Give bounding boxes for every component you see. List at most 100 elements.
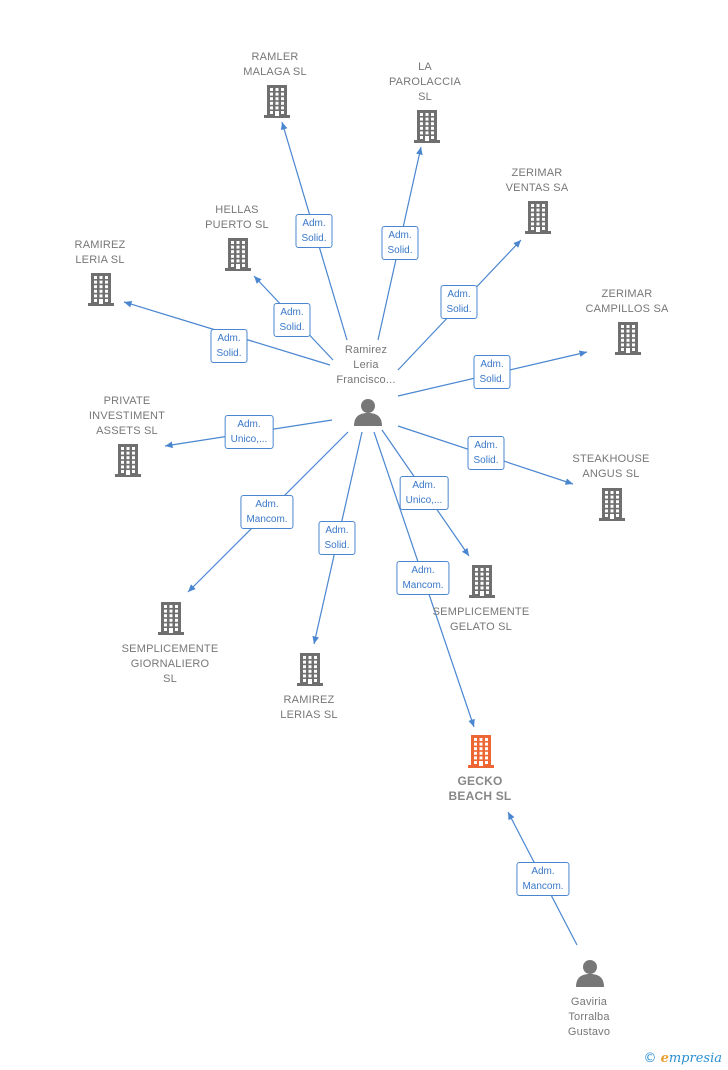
node-label-line: HELLAS [215,204,259,216]
edge-label-ramirez_person-to-zerimar_campillos[interactable]: Adm. Solid. [473,355,511,389]
node-label-line: Torralba [568,1011,610,1023]
node-label-line: GELATO SL [450,621,512,633]
node-label-sempl_gelato[interactable]: SEMPLICEMENTE GELATO SL [433,605,530,635]
edge-label-ramirez_person-to-gecko[interactable]: Adm. Mancom. [396,561,450,595]
node-label-line: Francisco... [336,374,396,386]
node-label-line: CAMPILLOS SA [585,303,669,315]
edge-label-line: Adm. [411,565,435,576]
node-label-line: GECKO [457,774,503,788]
node-label-steakhouse[interactable]: STEAKHOUSE ANGUS SL [572,452,649,482]
edge-label-line: Solid. [279,322,305,333]
node-label-line: Ramirez [344,344,388,356]
edge-label-line: Adm. [474,440,498,451]
building-icon[interactable] [412,109,442,148]
node-label-line: ANGUS SL [582,468,640,480]
edge-label-ramirez_person-to-hellas[interactable]: Adm. Solid. [273,303,311,337]
edge-label-ramirez_person-to-ramirez_lerias[interactable]: Adm. Solid. [318,521,356,555]
node-label-line: RAMIREZ [74,239,126,251]
edge-label-line: Solid. [301,233,327,244]
edge-label-line: Solid. [446,304,472,315]
building-icon[interactable] [523,200,553,239]
node-label-ramirez_leria[interactable]: RAMIREZ LERIA SL [75,238,126,268]
node-label-line: ZERIMAR [511,167,563,179]
node-label-line: INVESTIMENT [88,410,166,422]
node-label-line: SEMPLICEMENTE [432,606,530,618]
edge-label-line: Solid. [387,245,413,256]
edge-label-line: Adm. [531,866,555,877]
node-label-line: STEAKHOUSE [572,453,650,465]
edge-label-line: Mancom. [246,514,288,525]
node-label-line: BEACH SL [448,789,512,803]
node-label-line: Leria [353,359,379,371]
person-icon[interactable] [353,397,383,432]
node-label-line: MALAGA SL [243,66,307,78]
edge-label-ramirez_person-to-sempl_giorn[interactable]: Adm. Mancom. [240,495,294,529]
node-label-line: PAROLACCIA [388,76,462,88]
node-label-line: VENTAS SA [505,182,569,194]
node-label-line: LERIA SL [75,254,125,266]
node-label-line: PUERTO SL [205,219,269,231]
person-icon[interactable] [575,958,605,993]
brand-initial: e [660,1051,669,1066]
node-label-line: SL [163,673,177,685]
edge-label-gaviria-to-gecko[interactable]: Adm. Mancom. [516,862,570,896]
edge-label-ramirez_person-to-zerimar_ventas[interactable]: Adm. Solid. [440,285,478,319]
node-label-line: PRIVATE [103,395,151,407]
building-highlight-icon[interactable] [466,734,496,773]
edge-label-ramirez_person-to-private_inv[interactable]: Adm. Unico,... [224,415,274,449]
edge-label-line: Adm. [302,218,326,229]
edge-label-line: Adm. [480,359,504,370]
edge-label-line: Adm. [447,289,471,300]
building-icon[interactable] [223,237,253,276]
node-label-line: LERIAS SL [280,709,338,721]
building-icon[interactable] [295,652,325,691]
edge-label-ramirez_person-to-laparolaccia[interactable]: Adm. Solid. [381,226,419,260]
node-label-line: Gaviria [570,996,608,1008]
node-label-hellas[interactable]: HELLAS PUERTO SL [205,203,269,233]
node-label-ramler[interactable]: RAMLER MALAGA SL [243,50,307,80]
edge-label-line: Solid. [473,455,499,466]
edge-label-line: Adm. [255,499,279,510]
node-label-line: ASSETS SL [96,425,158,437]
edge-label-line: Adm. [325,525,349,536]
edge-label-line: Unico,... [230,434,268,445]
node-label-line: Gustavo [567,1026,611,1038]
edge-label-line: Solid. [479,374,505,385]
edge-label-line: Mancom. [402,580,444,591]
edge-label-ramirez_person-to-ramirez_leria[interactable]: Adm.Solid. [210,329,248,363]
edge-label-line: Solid. [216,348,242,359]
edge-label-line: Adm. [388,230,412,241]
copyright-symbol: © [643,1051,657,1066]
edge-label-ramirez_person-to-sempl_gelato[interactable]: Adm.Unico,... [399,476,449,510]
node-label-line: LA [418,61,432,73]
node-label-ramirez_lerias[interactable]: RAMIREZ LERIAS SL [280,693,337,723]
copyright-brand: © empresia [643,1051,722,1066]
node-label-line: RAMLER [251,51,299,63]
edge-label-line: Adm. [280,307,304,318]
building-icon[interactable] [613,321,643,360]
edge-label-ramirez_person-to-steakhouse[interactable]: Adm. Solid. [467,436,505,470]
edge-label-line: Solid. [324,540,350,551]
node-label-zerimar_ventas[interactable]: ZERIMAR VENTAS SA [506,166,569,196]
building-icon[interactable] [262,84,292,123]
edge-label-line: Mancom. [522,881,564,892]
node-label-line: GIORNALIERO [130,658,210,670]
edge-label-ramirez_person-to-ramler[interactable]: Adm. Solid. [295,214,333,248]
node-label-private_inv[interactable]: PRIVATE INVESTIMENT ASSETS SL [89,394,165,439]
node-label-line: RAMIREZ [283,694,335,706]
building-icon[interactable] [86,272,116,311]
building-icon[interactable] [113,443,143,482]
building-icon[interactable] [156,601,186,640]
edge-label-line: Adm. [237,419,261,430]
brand-name: mpresia [668,1051,722,1066]
building-icon[interactable] [467,564,497,603]
building-icon[interactable] [597,487,627,526]
